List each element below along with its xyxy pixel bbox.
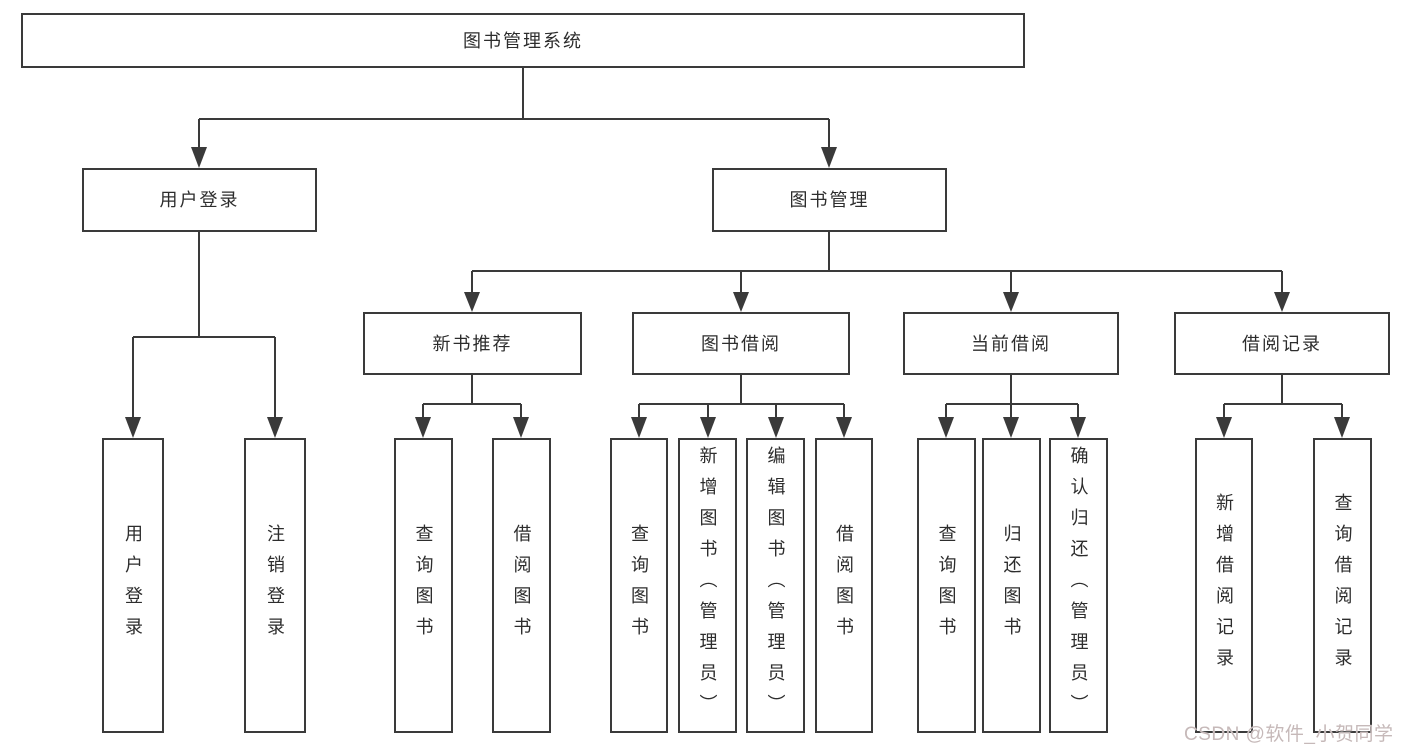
arrowhead-down-icon (768, 417, 784, 438)
node-leaf-logout: 注销登录 (244, 438, 306, 733)
arrowhead-down-icon (125, 417, 141, 438)
arrowhead-down-icon (513, 417, 529, 438)
node-book-borrow: 图书借阅 (632, 312, 850, 375)
connector-new-book-rec (422, 375, 522, 418)
arrowhead-down-icon (1216, 417, 1232, 438)
arrowhead-down-icon (191, 147, 207, 168)
connector-current-borrow (945, 375, 1079, 418)
node-leaf-confirm-return-admin: 确认归还（管理员） (1049, 438, 1108, 733)
csdn-watermark: CSDN @软件_小贺同学 (1184, 724, 1394, 745)
node-leaf-return-books: 归还图书 (982, 438, 1041, 733)
arrowhead-down-icon (938, 417, 954, 438)
arrowhead-down-icon (464, 292, 480, 312)
node-leaf-rec-query-books: 查询图书 (394, 438, 453, 733)
node-leaf-edit-books-admin: 编辑图书（管理员） (746, 438, 805, 733)
node-leaf-borrow-query-books: 查询图书 (610, 438, 668, 733)
connector-book-borrow (638, 375, 845, 418)
node-leaf-add-books-admin: 新增图书（管理员） (678, 438, 737, 733)
node-leaf-current-query-books: 查询图书 (917, 438, 976, 733)
arrowhead-down-icon (700, 417, 716, 438)
arrowhead-down-icon (1003, 417, 1019, 438)
node-leaf-rec-borrow-books: 借阅图书 (492, 438, 551, 733)
node-borrow-record: 借阅记录 (1174, 312, 1390, 375)
node-user-login: 用户登录 (82, 168, 317, 232)
arrowhead-down-icon (631, 417, 647, 438)
arrowhead-down-icon (1070, 417, 1086, 438)
connector-book-mgmt (471, 232, 1283, 293)
arrowhead-down-icon (836, 417, 852, 438)
arrowhead-down-icon (1274, 292, 1290, 312)
connector-borrow-record (1223, 375, 1343, 418)
connector-root (198, 68, 830, 150)
connector-user-login (132, 232, 276, 418)
arrowhead-down-icon (1003, 292, 1019, 312)
node-leaf-query-borrow-record: 查询借阅记录 (1313, 438, 1372, 733)
node-new-book-rec: 新书推荐 (363, 312, 582, 375)
node-leaf-user-login: 用户登录 (102, 438, 164, 733)
arrowhead-down-icon (1334, 417, 1350, 438)
arrowhead-down-icon (821, 147, 837, 168)
arrowhead-down-icon (267, 417, 283, 438)
node-leaf-borrow-books: 借阅图书 (815, 438, 873, 733)
node-root: 图书管理系统 (21, 13, 1025, 68)
arrowhead-down-icon (415, 417, 431, 438)
node-current-borrow: 当前借阅 (903, 312, 1119, 375)
node-leaf-add-borrow-record: 新增借阅记录 (1195, 438, 1253, 733)
arrowhead-down-icon (733, 292, 749, 312)
node-book-mgmt: 图书管理 (712, 168, 947, 232)
